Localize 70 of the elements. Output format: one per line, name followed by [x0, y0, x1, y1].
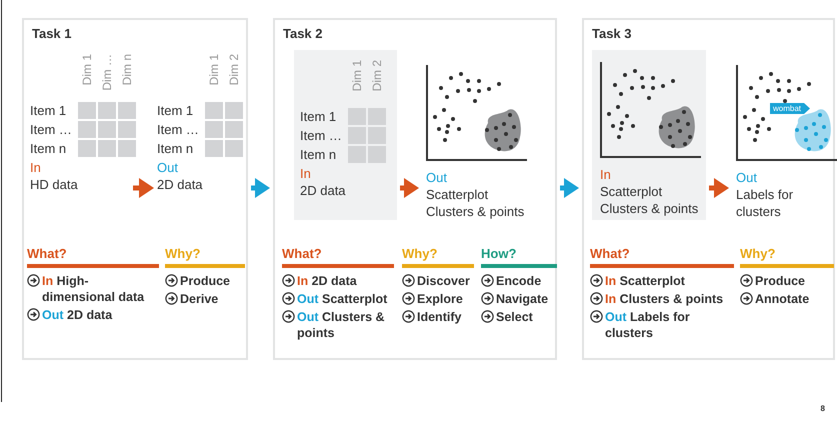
panel-title: Task 3 — [592, 26, 632, 41]
task-panel — [22, 18, 248, 360]
list-item: Select — [495, 309, 533, 325]
column-header: Dim 1 — [80, 54, 94, 86]
arrow — [251, 178, 270, 198]
list-item: Produce — [754, 273, 806, 289]
io-label: Out — [426, 169, 448, 186]
row-label: Item 1 — [30, 103, 66, 118]
column-header: Dim … — [100, 54, 114, 91]
highlight-panel — [592, 50, 706, 220]
task-panel — [582, 18, 835, 360]
list-item: Encode — [495, 273, 542, 289]
io-label: Out — [736, 169, 758, 186]
list-item: In Clusters & points — [604, 291, 724, 307]
list-item: Produce — [179, 273, 230, 289]
column-heading: What? — [590, 246, 631, 263]
list-item: Identify — [416, 309, 462, 325]
column-heading: What? — [27, 246, 68, 263]
arrow — [560, 178, 579, 198]
row-label: Item n — [300, 147, 336, 162]
row-label: Item 1 — [300, 109, 336, 124]
data-label: 2D data — [300, 183, 346, 198]
data-label: Scatterplot — [600, 183, 664, 200]
row-label: Item n — [30, 141, 66, 156]
column-header: Dim 2 — [370, 60, 384, 92]
data-label: Scatterplot — [426, 186, 490, 203]
row-label: Item … — [300, 128, 342, 143]
arrow — [709, 178, 729, 198]
label-tag: wombat — [770, 103, 810, 114]
io-label: In — [300, 166, 311, 181]
list-item: Out Labels for clusters — [604, 309, 691, 341]
highlight-panel — [294, 50, 397, 220]
list-item: Navigate — [495, 291, 548, 307]
row-label: Item … — [30, 122, 72, 137]
arrow — [400, 178, 419, 198]
column-header: Dim 2 — [227, 54, 241, 86]
list-item: Out Clusters & points — [296, 309, 386, 341]
list-item: Derive — [179, 291, 218, 307]
list-item: In 2D data — [296, 273, 357, 289]
column-heading: What? — [282, 246, 323, 263]
data-label: 2D data — [157, 177, 203, 192]
panel-title: Task 1 — [32, 26, 72, 41]
column-heading: How? — [481, 246, 518, 263]
io-label: In — [30, 160, 41, 175]
column-header: Dim 1 — [207, 54, 221, 86]
row-label: Item … — [157, 122, 199, 137]
column-heading: Why? — [740, 246, 776, 263]
list-item: Explore — [416, 291, 463, 307]
column-header: Dim 1 — [350, 60, 364, 92]
list-item: In Scatterplot — [604, 273, 685, 289]
arrow — [133, 178, 154, 198]
list-item: In High-dimensional data — [41, 273, 146, 305]
row-label: Item n — [157, 141, 194, 156]
page-number: 8 — [820, 404, 825, 413]
list-item: Discover — [416, 273, 470, 289]
list-item: Annotate — [754, 291, 810, 307]
list-item: Out 2D data — [41, 307, 112, 323]
list-item: Out Scatterplot — [296, 291, 388, 307]
io-label: Out — [157, 160, 178, 175]
row-label: Item 1 — [157, 103, 194, 118]
task-panel — [273, 18, 557, 360]
io-label: In — [600, 166, 612, 183]
column-heading: Why? — [165, 246, 202, 263]
data-label: Clusters & points — [600, 200, 700, 217]
data-label: Labels for clusters — [736, 186, 794, 220]
panel-title: Task 2 — [283, 26, 323, 41]
column-header: Dim n — [120, 54, 134, 86]
data-label: HD data — [30, 177, 78, 192]
column-heading: Why? — [402, 246, 438, 263]
data-label: Clusters & points — [426, 203, 526, 220]
